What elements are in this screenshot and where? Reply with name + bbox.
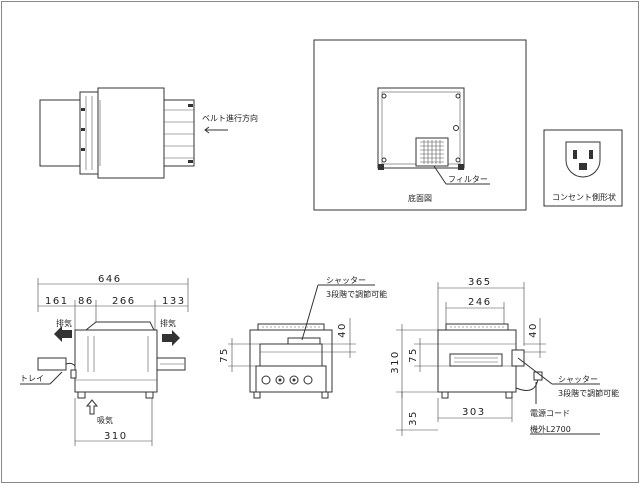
dim-35-right: 35: [408, 410, 419, 426]
dim-75-front: 75: [219, 347, 230, 363]
filter-leader: [433, 165, 447, 185]
front-view: シャッター 3段階で調節可能 75 40: [219, 276, 387, 399]
tray-leader: [49, 371, 63, 385]
exhaust-left-arrow: [54, 326, 72, 342]
bottom-view: フィルター 底面図: [313, 39, 527, 211]
cord-length-label: 機外L2700: [530, 424, 571, 434]
right-shutter-leader: [517, 357, 553, 385]
power-cord: [515, 377, 539, 391]
front-shutter: [287, 337, 321, 345]
exhaust-right-arrow: [162, 330, 180, 346]
dim-246: 246: [468, 297, 492, 308]
bottom-view-frame: [313, 39, 527, 211]
top-view-conveyor: [163, 99, 195, 167]
dim-86: 86: [78, 296, 94, 307]
top-view-tray: [39, 99, 81, 167]
front-adjust-label: 3段階で調節可能: [326, 289, 387, 299]
front-shutter-leader: [301, 284, 319, 341]
outlet-caption: コンセント側形状: [552, 192, 616, 202]
outlet-shape: コンセント側形状: [543, 129, 623, 207]
tray-label: トレイ: [20, 374, 44, 383]
intake-arrow: [85, 399, 99, 415]
top-view: ベルト進行方向: [39, 87, 258, 179]
side-tray: [37, 357, 67, 371]
right-vent: [449, 353, 503, 367]
dim-365: 365: [468, 277, 492, 288]
side-body: [74, 329, 158, 393]
right-view: 365 246 40 310 75 35: [390, 277, 619, 436]
exhaust-left-label: 排気: [56, 318, 72, 328]
side-top-lid: [84, 321, 155, 331]
dim-646: 646: [98, 274, 122, 285]
dim-161: 161: [45, 296, 69, 307]
dim-75-right: 75: [408, 347, 419, 363]
dim-310-side: 310: [104, 431, 128, 442]
right-shutter-label: シャッター: [558, 375, 598, 384]
top-view-body: [97, 87, 165, 179]
outlet-frame: [543, 129, 623, 207]
exhaust-right-label: 排気: [160, 318, 176, 328]
dim-303: 303: [462, 407, 486, 418]
dim-266: 266: [112, 296, 136, 307]
front-opening: [259, 343, 323, 367]
dim-310-right: 310: [390, 350, 401, 374]
intake-label: 吸気: [97, 415, 113, 425]
belt-direction-label: ベルト進行方向: [202, 113, 258, 123]
top-view-end-panel: [79, 91, 99, 175]
bottom-view-caption: 底面図: [408, 193, 432, 203]
outlet-face: [565, 141, 601, 178]
dim-40-front: 40: [337, 322, 348, 338]
side-view: 646 161 86 266 133 排気 排気 トレイ: [20, 274, 189, 446]
dim-133: 133: [162, 296, 186, 307]
front-shutter-label: シャッター: [326, 276, 366, 285]
right-adjust-label: 3段階で調節可能: [558, 388, 619, 398]
cord-label: 電源コード: [530, 409, 570, 418]
filter-label: フィルター: [448, 175, 488, 184]
dim-40-right: 40: [528, 322, 539, 338]
